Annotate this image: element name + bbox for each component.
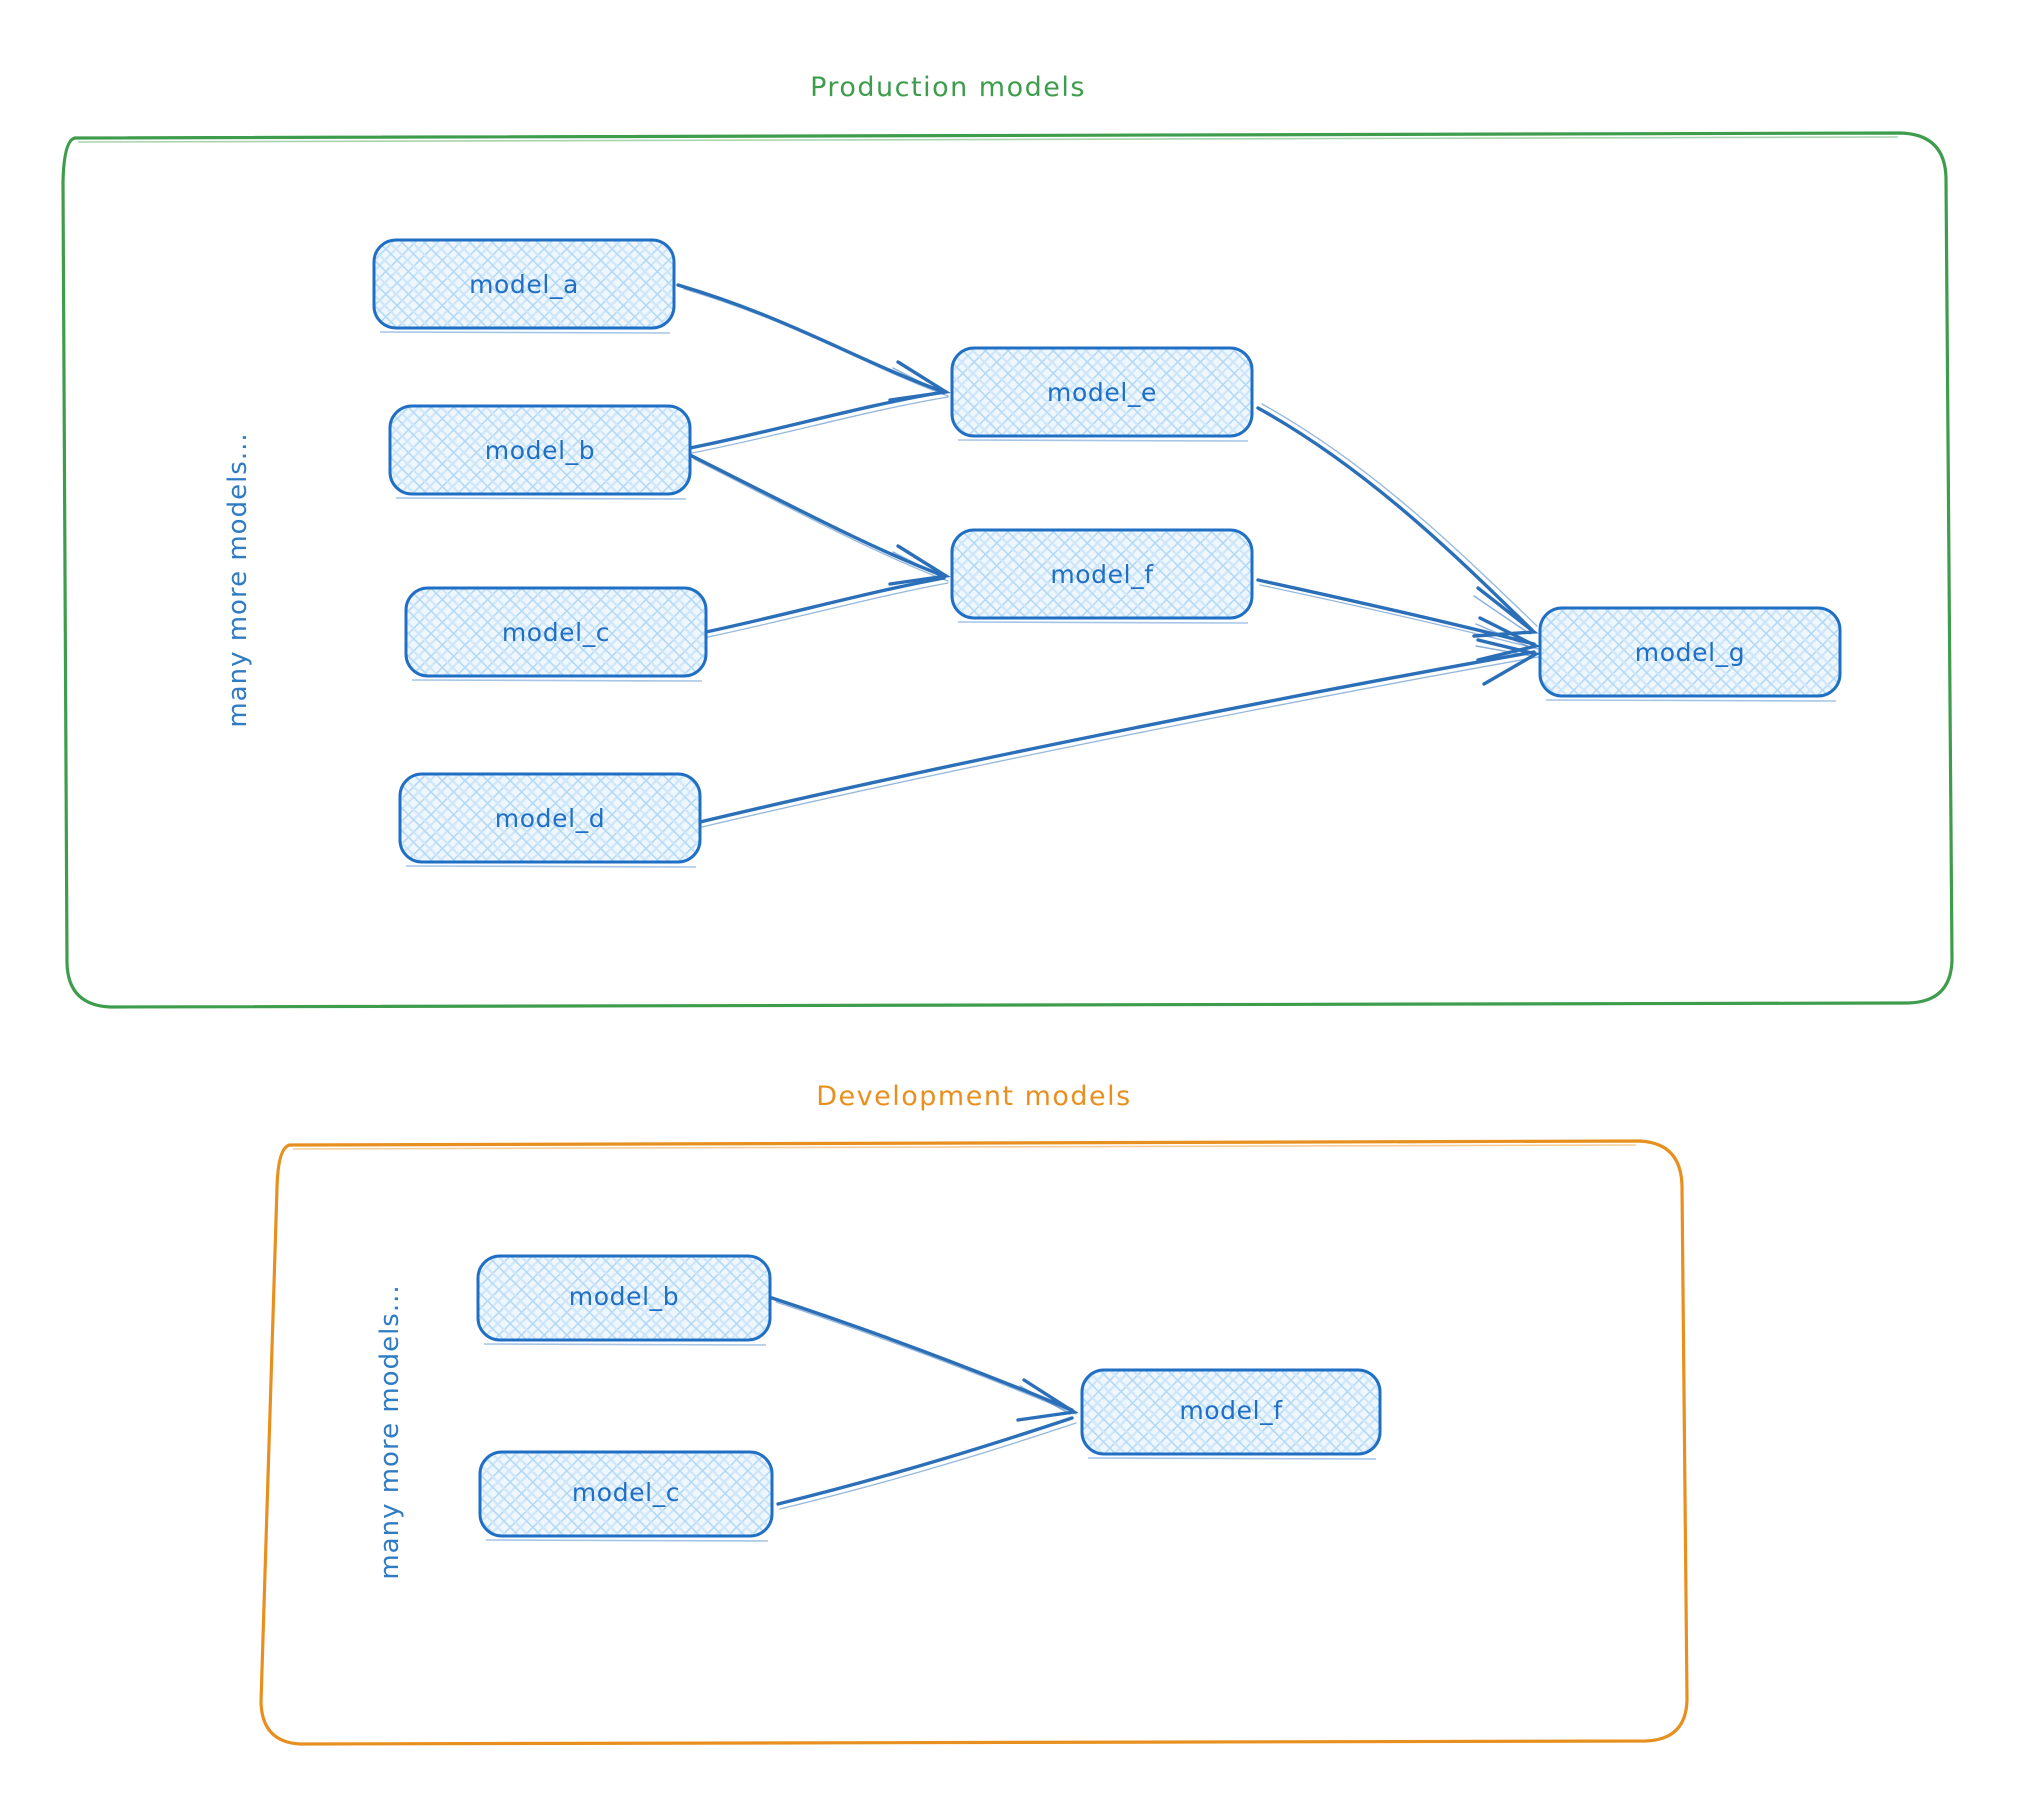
- production-group-frame: [61, 131, 1954, 1009]
- development-nodes: model_b model_c model_f: [476, 1254, 1382, 1542]
- node-dev-model-f[interactable]: model_f: [1080, 1368, 1382, 1460]
- node-dev-model-b[interactable]: model_b: [476, 1254, 772, 1346]
- edge-model-b-to-model-f: [688, 453, 951, 586]
- node-label: model_d: [495, 804, 605, 833]
- node-model-c[interactable]: model_c: [404, 586, 708, 682]
- node-model-a[interactable]: model_a: [372, 238, 676, 334]
- production-edges: [676, 283, 1541, 828]
- node-model-e[interactable]: model_e: [950, 346, 1254, 442]
- edge-model-c-to-model-f: [704, 576, 949, 638]
- node-model-f[interactable]: model_f: [950, 528, 1254, 624]
- node-model-d[interactable]: model_d: [398, 772, 702, 868]
- node-label: model_a: [469, 270, 579, 299]
- development-border: [259, 1139, 1689, 1746]
- node-model-g[interactable]: model_g: [1538, 606, 1842, 702]
- edge-dev-model-c-to-model-f: [776, 1416, 1077, 1510]
- node-label: model_f: [1179, 1396, 1283, 1425]
- production-border: [61, 131, 1954, 1009]
- production-nodes: model_a model_b model_c: [372, 238, 1842, 868]
- development-border-sketch: [292, 1144, 1637, 1150]
- node-dev-model-c[interactable]: model_c: [478, 1450, 774, 1542]
- node-label: model_b: [485, 436, 595, 465]
- development-many-more-models-label: many more models...: [375, 1284, 405, 1579]
- development-edges: [770, 1296, 1079, 1510]
- node-label: model_c: [502, 618, 610, 647]
- production-group-title: Production models: [810, 72, 1086, 103]
- edge-dev-model-b-to-model-f: [770, 1296, 1079, 1422]
- node-label: model_e: [1047, 378, 1157, 407]
- node-label: model_b: [569, 1282, 679, 1311]
- edge-model-b-to-model-e: [688, 390, 949, 454]
- node-label: model_c: [572, 1478, 680, 1507]
- production-border-sketch: [77, 136, 1899, 143]
- edge-model-e-to-model-g: [1256, 403, 1539, 638]
- development-group-frame: [259, 1139, 1689, 1746]
- node-label: model_g: [1635, 638, 1745, 667]
- production-many-more-models-label: many more models...: [223, 432, 253, 727]
- node-label: model_f: [1050, 560, 1154, 589]
- node-model-b[interactable]: model_b: [388, 404, 692, 500]
- edge-model-a-to-model-e: [676, 283, 951, 402]
- edge-model-f-to-model-g: [1256, 578, 1541, 662]
- development-group-title: Development models: [816, 1081, 1131, 1112]
- edge-model-d-to-model-g: [698, 638, 1541, 828]
